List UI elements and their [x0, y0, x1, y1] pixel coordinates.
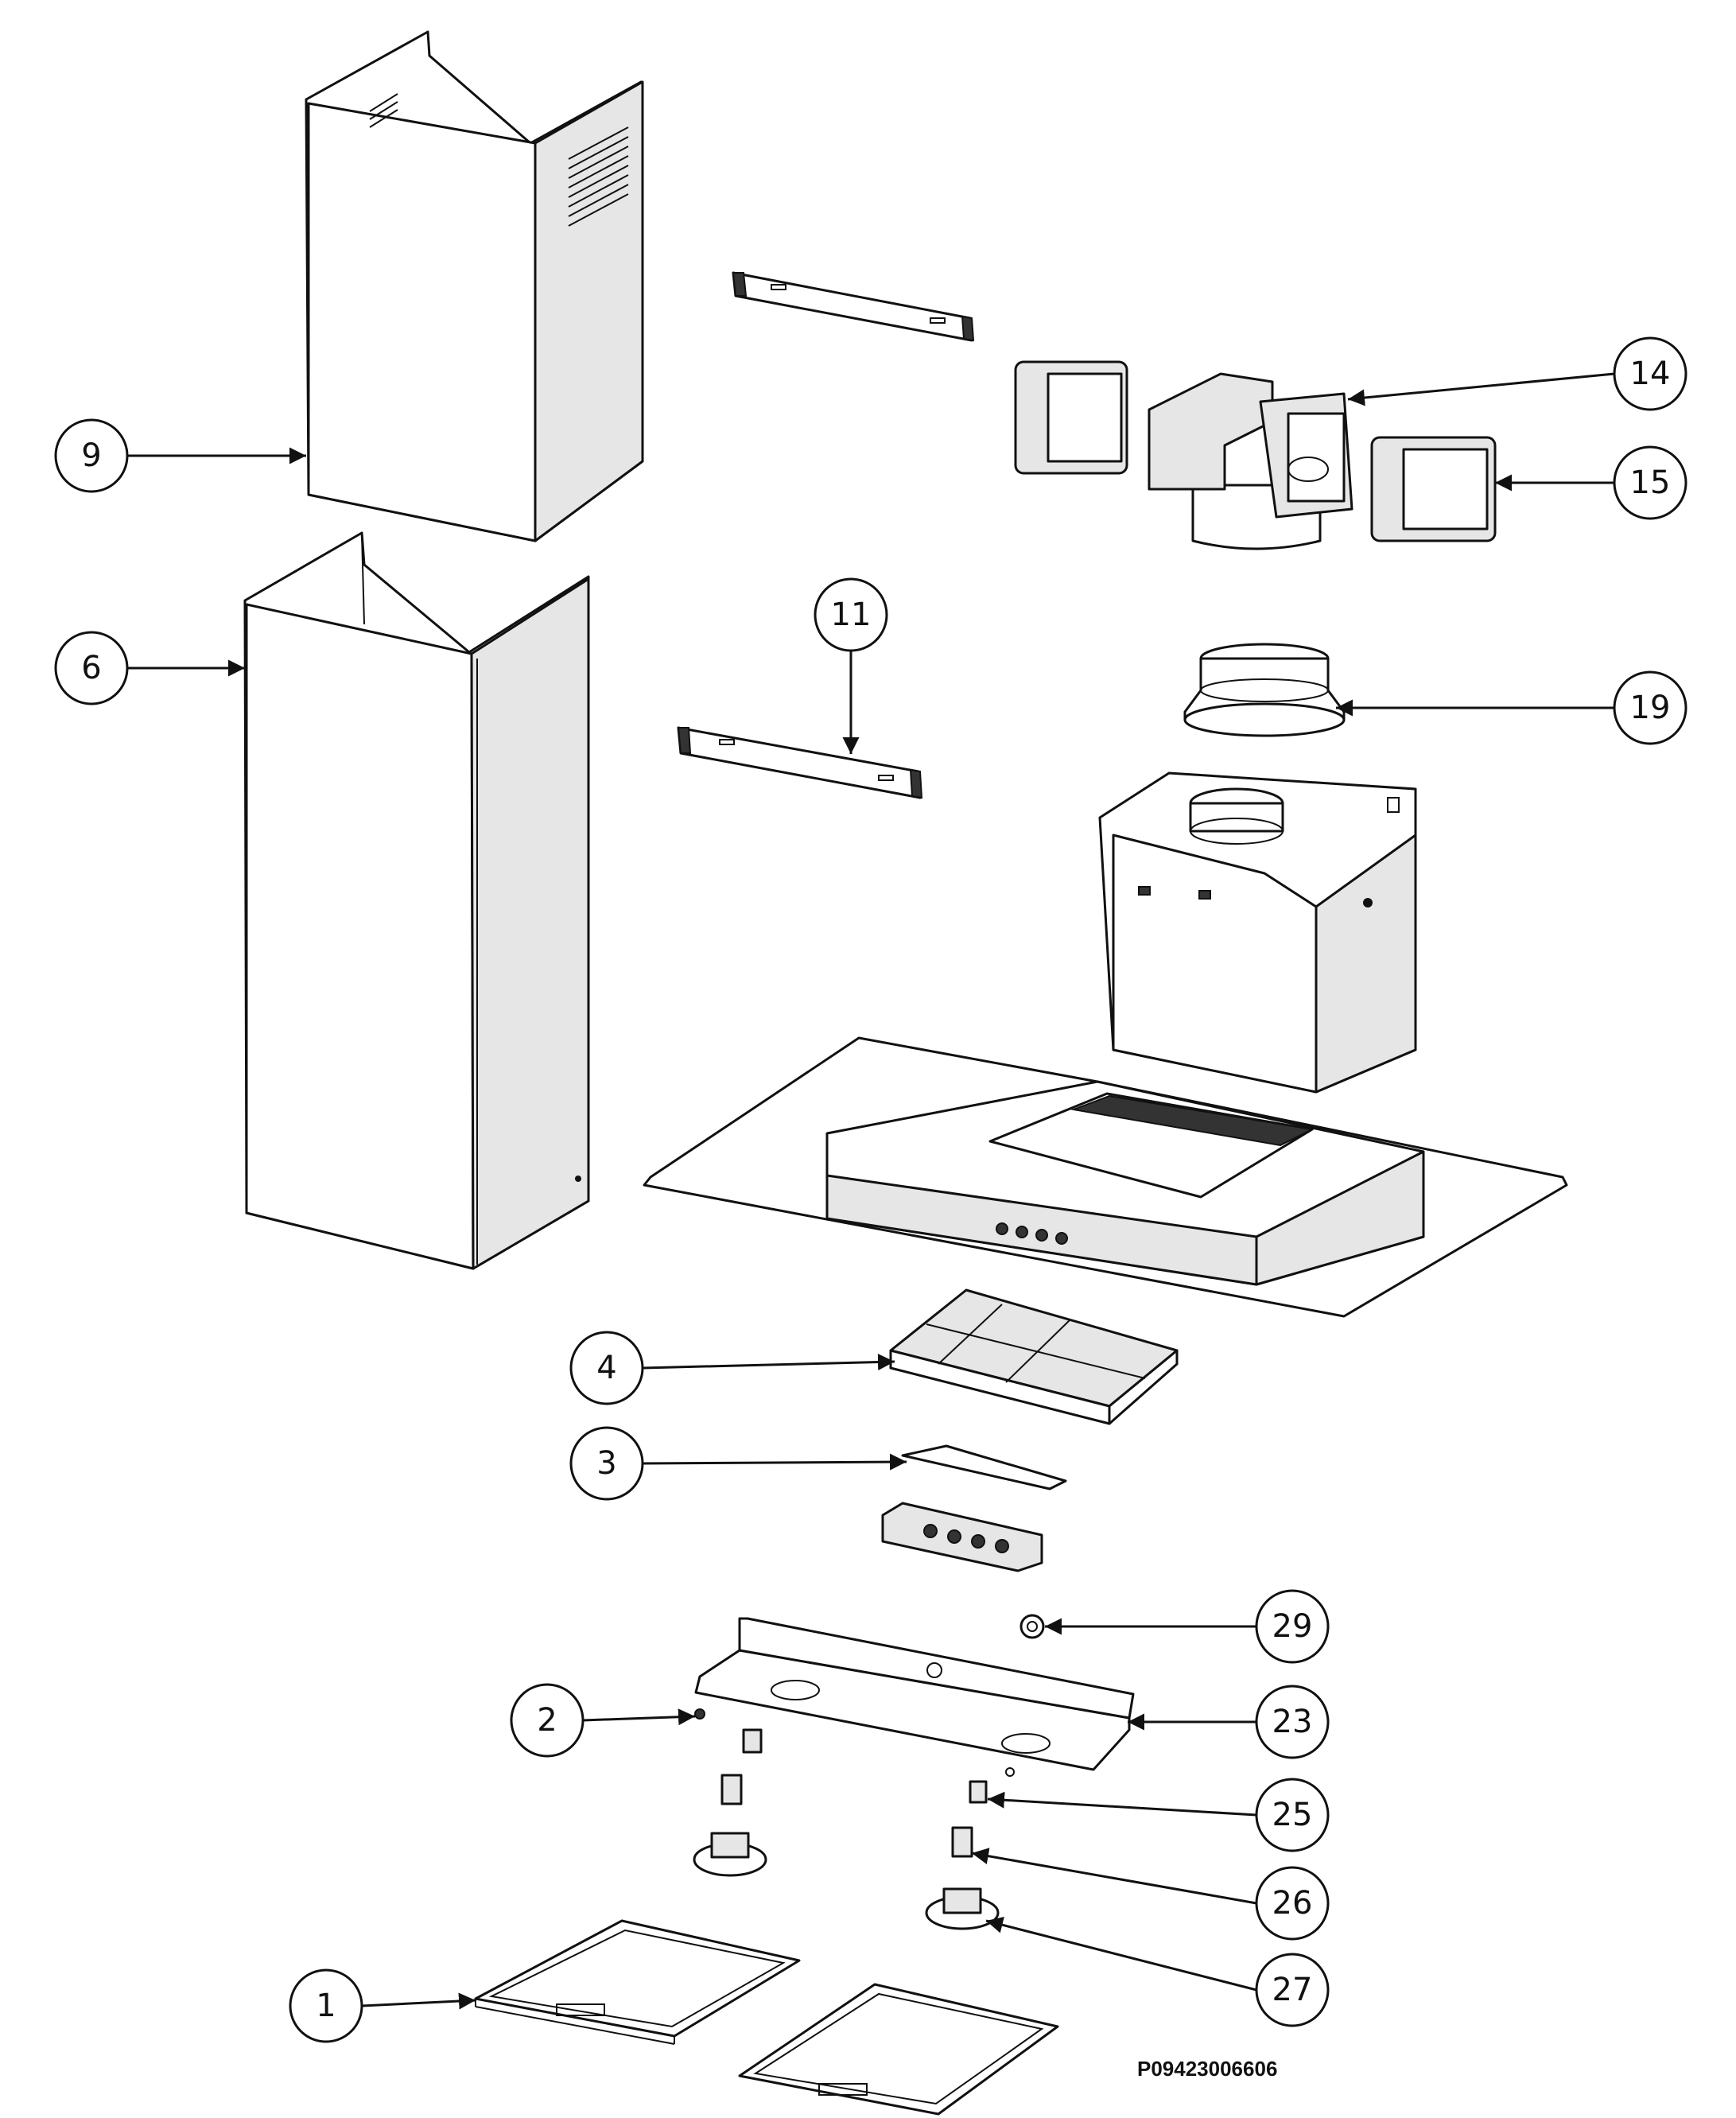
callout-9: 9 [54, 418, 129, 493]
svg-text:4: 4 [596, 1350, 616, 1386]
svg-text:19: 19 [1630, 690, 1671, 726]
svg-text:23: 23 [1272, 1704, 1313, 1740]
svg-text:3: 3 [596, 1445, 616, 1482]
svg-text:27: 27 [1272, 1972, 1313, 2008]
callout-2: 2 [510, 1683, 584, 1758]
svg-text:11: 11 [831, 597, 872, 633]
svg-text:2: 2 [537, 1702, 557, 1739]
callout-14: 14 [1613, 336, 1687, 411]
upper-chimney-cover [305, 30, 644, 542]
leader-lines [127, 372, 1615, 2010]
charcoal-filter [889, 1288, 1179, 1425]
svg-text:6: 6 [81, 650, 101, 686]
grease-filter-left [474, 1919, 801, 2045]
svg-text:15: 15 [1630, 464, 1671, 501]
callout-27: 27 [1255, 1953, 1330, 2027]
upper-cover-vent-slots [369, 93, 629, 227]
motor-housing [1098, 771, 1417, 1094]
lamp-clip [969, 1767, 1015, 1804]
duct-elbow-assembly [1014, 360, 1353, 550]
lower-mounting-bracket [677, 726, 923, 799]
filter-bracket [901, 1444, 1067, 1490]
lamp-holder-right [951, 1826, 973, 1858]
duct-extension [1370, 436, 1497, 542]
callout-11: 11 [814, 577, 888, 652]
lamp-holder-left-bottom [720, 1774, 743, 1805]
drawing-code: P09423006606 [1137, 2057, 1277, 2081]
svg-text:29: 29 [1272, 1608, 1313, 1645]
callout-19: 19 [1613, 670, 1687, 745]
svg-text:9: 9 [81, 437, 101, 474]
callout-25: 25 [1255, 1778, 1330, 1852]
control-switch-module [881, 1502, 1043, 1572]
svg-text:25: 25 [1272, 1797, 1313, 1833]
lower-chimney-cover [243, 531, 590, 1270]
grease-filter-right [738, 1983, 1059, 2116]
screw [694, 1708, 705, 1720]
lamp-holder-left-top [742, 1728, 763, 1754]
callout-1: 1 [289, 1968, 363, 2043]
callout-23: 23 [1255, 1685, 1330, 1759]
svg-text:1: 1 [316, 1988, 336, 2024]
grommet [1019, 1614, 1045, 1639]
reducer-collar [1183, 643, 1346, 737]
callout-4: 4 [569, 1331, 644, 1405]
halogen-lamp-left [693, 1832, 767, 1877]
svg-text:26: 26 [1272, 1885, 1313, 1922]
callout-6: 6 [54, 631, 129, 705]
lamp-support-plate [694, 1617, 1135, 1771]
callout-29: 29 [1255, 1589, 1330, 1664]
upper-mounting-bracket [732, 271, 975, 342]
callout-15: 15 [1613, 445, 1687, 520]
svg-text:14: 14 [1630, 356, 1671, 392]
callout-26: 26 [1255, 1866, 1330, 1941]
halogen-lamp-right [925, 1887, 1000, 1930]
callout-3: 3 [569, 1426, 644, 1501]
hood-canopy [643, 1036, 1568, 1318]
